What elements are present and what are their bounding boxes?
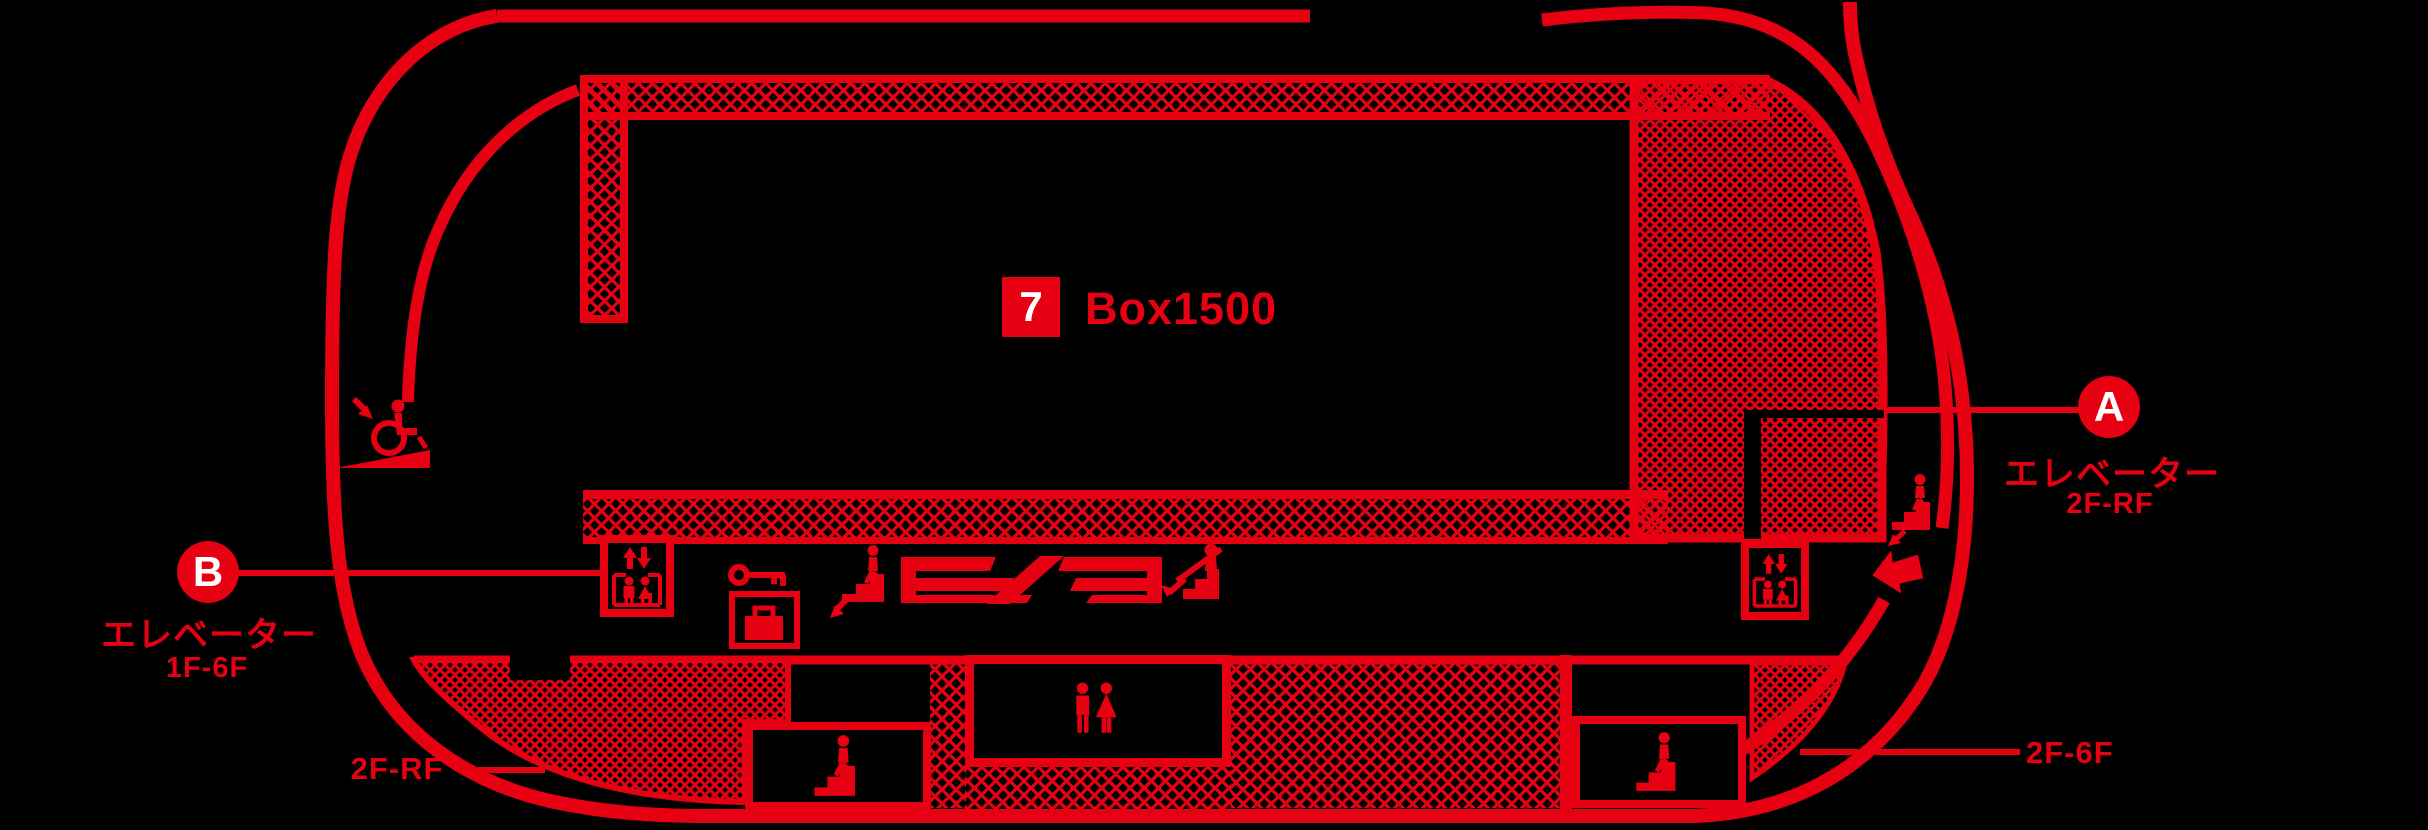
- elevator-b-floors: 1F-6F: [165, 652, 249, 684]
- corridor-hatch-right: [1231, 658, 1561, 808]
- elevator-b-label: エレベーター: [100, 616, 317, 655]
- escalator-bank: [901, 556, 1162, 604]
- hall-wall-top: [580, 75, 1770, 120]
- stairs-down-icon: [830, 545, 884, 618]
- hall-number: 7: [1019, 283, 1043, 330]
- elevator-icon: [612, 547, 662, 607]
- elevator-icon: [1752, 554, 1798, 608]
- right-service-block: [1629, 75, 1888, 543]
- entrance-arrow-icon: [1872, 550, 1924, 594]
- elevator-box-a: [1741, 540, 1809, 620]
- stairs-room-right: [1572, 716, 1746, 808]
- outer-wall-main: [324, 1, 1975, 823]
- stairs-room-left: [745, 722, 931, 810]
- stairs-up-icon: [1888, 474, 1930, 546]
- restroom-box: [965, 655, 1231, 767]
- bottom-left-service-zone: [408, 657, 791, 806]
- hall-number-badge: 7: [1002, 277, 1060, 337]
- escalator-icon: [1161, 543, 1223, 599]
- restroom-icon: [1076, 682, 1117, 733]
- elevator-b-marker: B: [177, 541, 239, 603]
- hall-wall-bottom: [583, 490, 1668, 544]
- inner-wall-left: [402, 84, 581, 403]
- coin-locker-key-icon: [728, 564, 800, 649]
- elevator-box-b: [600, 535, 674, 617]
- stairs-up-icon: [1636, 732, 1676, 791]
- elevator-a-floors: 2F-RF: [2066, 488, 2154, 520]
- hall-name: Box1500: [1085, 283, 1278, 334]
- stairs-left-floors: 2F-RF: [350, 751, 444, 786]
- wheelchair-ramp-icon: [336, 396, 430, 468]
- corridor-hatch-under-restroom: [965, 767, 1231, 809]
- elevator-a-label: エレベーター: [2003, 455, 2220, 494]
- elevator-b-letter: B: [192, 548, 224, 595]
- elevator-a-marker: A: [2078, 376, 2140, 438]
- stairs-up-icon: [814, 735, 856, 796]
- corridor-hatch-strip: [930, 658, 966, 808]
- elevator-a-letter: A: [2093, 383, 2125, 430]
- hall-wall-left: [580, 75, 628, 323]
- stairs-right-floors: 2F-6F: [2026, 735, 2114, 770]
